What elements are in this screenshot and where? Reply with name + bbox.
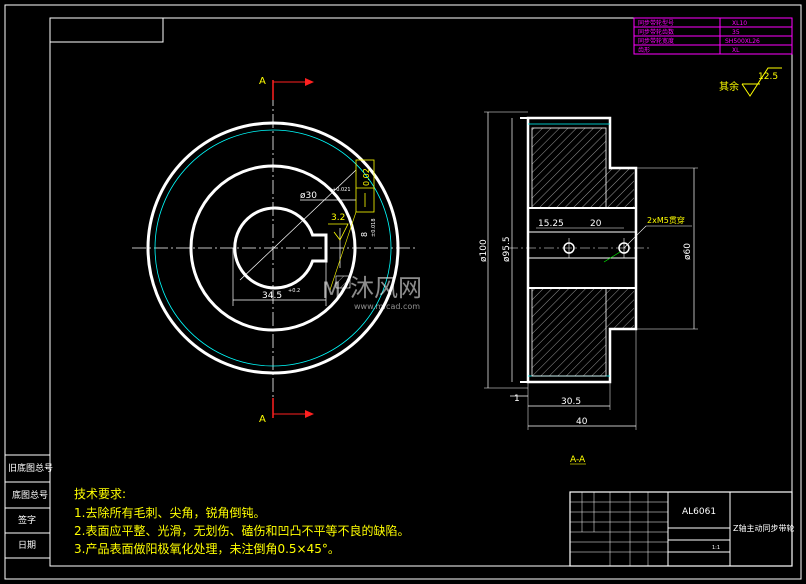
shoulder-diameter-dimension: ø95.5 (502, 236, 512, 262)
roughness-value: 12.5 (758, 72, 778, 82)
param-row-3-value: XL (732, 47, 740, 54)
bore-dimension: ø30 (300, 191, 317, 201)
sheet-border (4, 4, 802, 580)
material-text: AL6061 (682, 507, 716, 517)
section-mark-top: A (259, 76, 266, 87)
param-row-3-name: 齿形 (638, 46, 650, 54)
watermark: M 沐风网 www.mfcad.com (322, 274, 422, 311)
surface-finish-value: 3.2 (331, 213, 345, 223)
part-name-text: Z轴主动同步带轮 (733, 523, 794, 533)
side-label-1: 底图总号 (12, 489, 48, 501)
thread-note: 2xM5贯穿 (647, 215, 685, 225)
section-dim-d4: 40 (576, 417, 588, 427)
param-row-1-value: 35 (732, 29, 740, 36)
notes-title: 技术要求: (74, 487, 126, 501)
notes-item-1: 2.表面应平整、光滑，无划伤、磕伤和凹凸不平等不良的缺陷。 (74, 523, 409, 538)
technical-notes: 技术要求: 1.去除所有毛刺、尖角，锐角倒钝。 2.表面应平整、光滑，无划伤、磕… (74, 487, 409, 556)
title-block: AL6061 Z轴主动同步带轮 1:1 (569, 491, 794, 567)
left-side-columns: 旧底图总号 底图总号 签字 日期 (5, 454, 53, 559)
side-label-0: 旧底图总号 (8, 462, 53, 474)
key-width-tolerance: ±0.018 (371, 218, 377, 237)
runout-tolerance: 0.02 (362, 168, 371, 186)
notes-item-0: 1.去除所有毛刺、尖角，锐角倒钝。 (74, 505, 265, 520)
section-dim-d5: 1 (514, 394, 520, 404)
section-dim-d3: 30.5 (561, 397, 581, 407)
watermark-logo-icon: M (322, 279, 341, 304)
section-dim-d2: 20 (590, 219, 602, 229)
side-label-3: 日期 (18, 540, 36, 551)
side-label-2: 签字 (18, 514, 36, 526)
outer-diameter-dimension: ø100 (479, 239, 489, 262)
key-depth-tolerance: +0.2 (288, 288, 300, 294)
roughness-note: 其余 (719, 80, 739, 93)
param-row-2-name: 同步带轮宽度 (638, 37, 674, 45)
drawing-frame (49, 17, 793, 567)
roughness-symbol: 其余 12.5 (719, 67, 782, 97)
section-cut-top: A (259, 76, 314, 100)
param-row-1-name: 同步带轮齿数 (638, 28, 674, 36)
scale-text: 1:1 (712, 545, 720, 551)
param-row-0-name: 同步带轮型号 (638, 19, 674, 27)
key-depth-dimension: 34.5 (262, 291, 282, 301)
top-left-code-box (49, 17, 164, 43)
section-dim-d1: 15.25 (538, 219, 564, 229)
section-label: A-A (570, 455, 586, 465)
section-mark-bottom: A (259, 414, 266, 425)
param-row-2-value: SH500XL26 (725, 38, 760, 45)
front-view: ø30 +0.021 34.5 +0.2 8 ±0.018 3.2 0.02 (132, 92, 415, 408)
watermark-brand: 沐风网 (350, 274, 422, 302)
parameter-table: 同步带轮型号 XL10 同步带轮齿数 35 同步带轮宽度 SH500XL26 齿… (633, 17, 793, 55)
section-view: 15.25 20 2xM5贯穿 ø100 ø95.5 ø60 30.5 40 1… (479, 111, 698, 465)
param-row-0-value: XL10 (732, 20, 747, 27)
watermark-url: www.mfcad.com (354, 302, 420, 311)
notes-item-2: 3.产品表面做阳极氧化处理，未注倒角0.5×45°。 (74, 541, 340, 556)
section-cut-bottom: A (259, 398, 314, 425)
key-width-dimension: 8 (360, 232, 369, 237)
hub-diameter-dimension: ø60 (683, 243, 693, 260)
bore-tolerance: +0.021 (332, 187, 351, 193)
